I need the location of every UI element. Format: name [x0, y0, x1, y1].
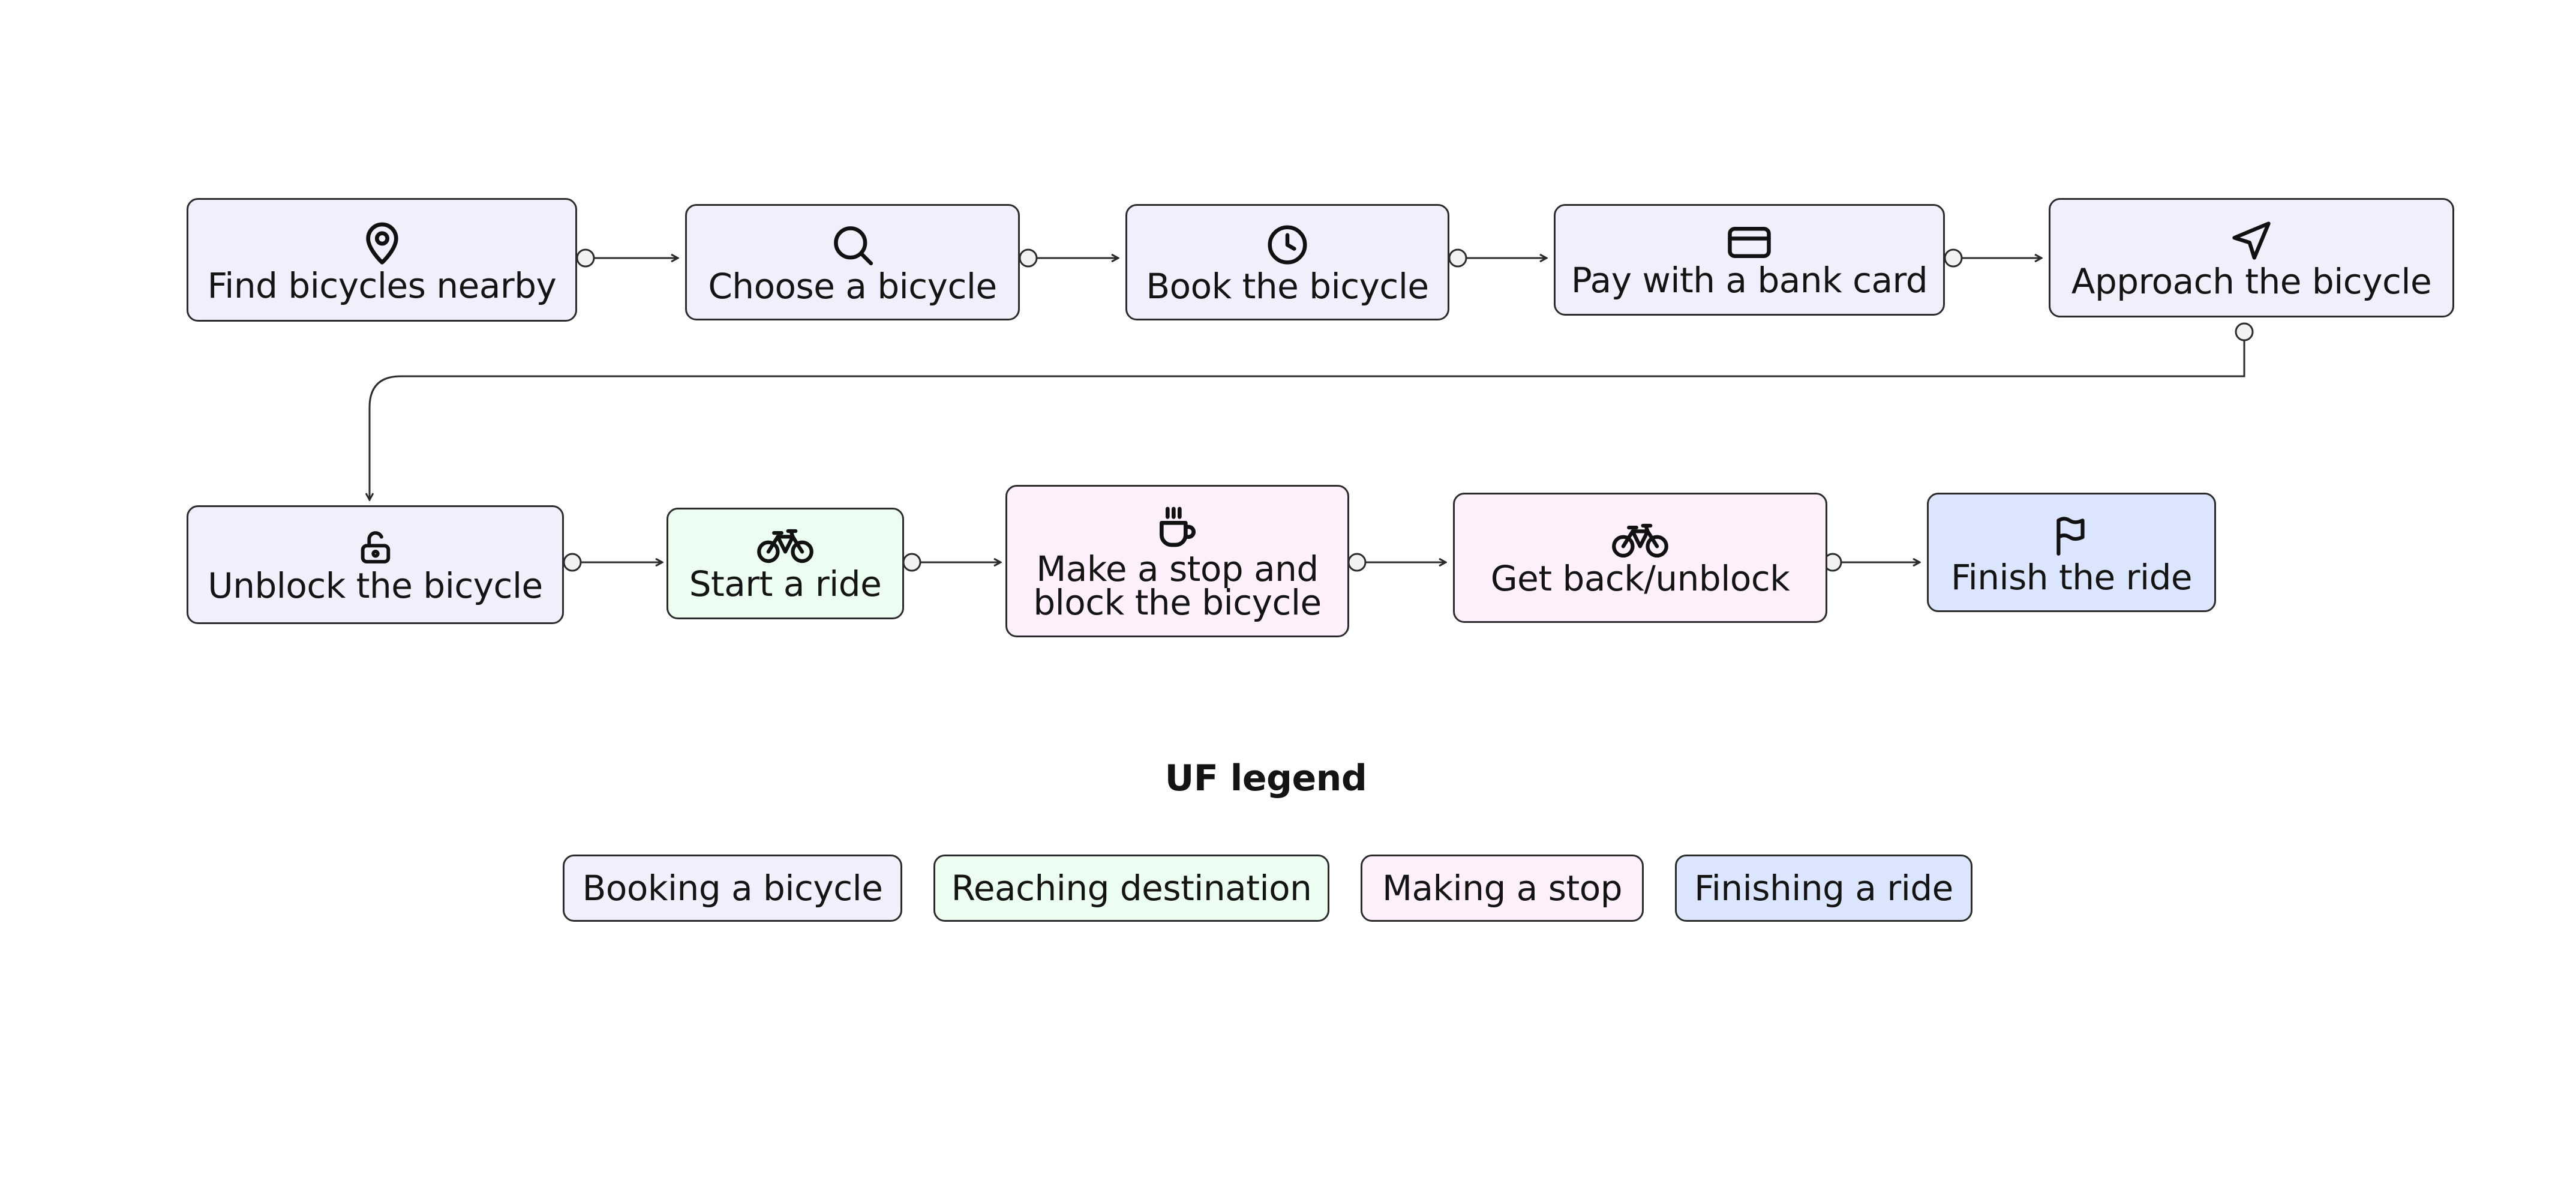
search-icon: [834, 226, 873, 266]
legend-title: UF legend: [1164, 757, 1367, 799]
bicycle-icon: [1612, 523, 1668, 557]
edge-choose-book: [1019, 248, 1118, 268]
node-get-back-unblock: Get back/unblock: [1453, 493, 1827, 623]
navigation-icon: [2232, 221, 2271, 260]
legend-item-reaching: Reaching destination: [933, 855, 1329, 922]
node-make-a-stop-and-block-the-bicycle: Make a stop and block the bicycle: [1005, 485, 1349, 637]
legend-item-stop: Making a stop: [1361, 855, 1644, 922]
node-start-a-ride: Start a ride: [666, 508, 904, 619]
coffee-icon: [1159, 506, 1196, 547]
flag-icon: [2056, 516, 2085, 556]
legend-item-booking: Booking a bicycle: [563, 855, 902, 922]
node-label: Find bicycles nearby: [207, 265, 557, 306]
node-unblock-the-bicycle: Unblock the bicycle: [187, 505, 564, 624]
node-label: Book the bicycle: [1146, 266, 1429, 307]
node-label: Choose a bicycle: [708, 266, 997, 307]
bicycle-icon: [757, 529, 813, 563]
unlock-icon: [361, 531, 390, 563]
edge-stop-getback: [1347, 553, 1446, 572]
edge-pay-approach: [1944, 248, 2041, 268]
edge-getback-finish: [1823, 553, 1920, 572]
edge-approach-unblock: [370, 322, 2254, 500]
node-label: Make a stop and block the bicycle: [1033, 548, 1322, 623]
node-label: Approach the bicycle: [2071, 260, 2432, 302]
node-find-bicycles-nearby: Find bicycles nearby: [187, 198, 577, 322]
edge-unblock-start: [563, 553, 662, 572]
legend-item-finish: Finishing a ride: [1675, 855, 1972, 922]
edge-book-pay: [1448, 248, 1547, 268]
edge-find-choose: [576, 248, 678, 268]
node-label: Start a ride: [689, 563, 882, 604]
node-pay-with-a-bank-card: Pay with a bank card: [1554, 204, 1945, 316]
legend-label: Booking a bicycle: [582, 868, 883, 909]
legend-label: Making a stop: [1382, 868, 1623, 909]
node-label: Unblock the bicycle: [208, 565, 543, 606]
map-pin-icon: [365, 222, 398, 265]
node-label: Get back/unblock: [1490, 557, 1790, 599]
node-label: Finish the ride: [1950, 556, 2193, 598]
node-book-the-bicycle: Book the bicycle: [1125, 204, 1449, 320]
clock-icon: [1268, 225, 1307, 265]
edge-start-stop: [902, 553, 1001, 572]
legend-label: Reaching destination: [951, 868, 1312, 909]
node-choose-a-bicycle: Choose a bicycle: [685, 204, 1020, 320]
node-label: Pay with a bank card: [1571, 260, 1928, 301]
node-finish-the-ride: Finish the ride: [1927, 493, 2216, 612]
legend-label: Finishing a ride: [1694, 868, 1953, 909]
credit-card-icon: [1728, 227, 1771, 258]
node-approach-the-bicycle: Approach the bicycle: [2049, 198, 2454, 317]
